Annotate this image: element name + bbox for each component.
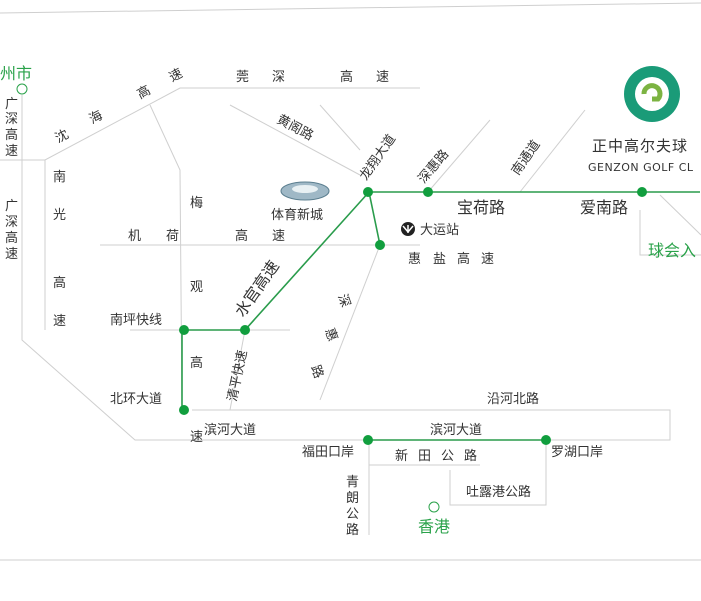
genzon-logo-icon xyxy=(624,66,680,122)
road-futian-port: 福田口岸 xyxy=(302,445,354,460)
metro-icon xyxy=(401,222,415,236)
node-beihuan xyxy=(179,405,189,415)
road-shenhui-lower-1: 惠 xyxy=(321,326,340,343)
road-qingping: 清平快速 xyxy=(225,349,250,403)
road-jihe-2: 高 xyxy=(235,228,248,244)
road-ainan: 爱南路 xyxy=(580,198,628,217)
road-meiguan-2: 高 xyxy=(190,355,203,371)
road-guanshen-1: 深 xyxy=(272,70,285,85)
road-qinglang-0: 青 xyxy=(346,475,359,490)
road-xintian-1: 田 xyxy=(418,449,431,464)
route-nodes xyxy=(16,83,647,513)
node-nanping xyxy=(179,325,189,335)
club-entrance-label: 球会入 xyxy=(648,241,696,260)
road-guangshen-1-2: 高 xyxy=(5,127,18,143)
road-xintian-2: 公 xyxy=(441,449,454,464)
road-guangshen-1-0: 广 xyxy=(5,97,18,112)
road-huiyan-1: 盐 xyxy=(433,252,446,267)
road-shenhai-3: 速 xyxy=(167,66,186,85)
road-binhe-1: 滨河大道 xyxy=(204,422,256,438)
road-shenhui-lower-0: 深 xyxy=(334,292,353,309)
node-luohu xyxy=(541,435,551,445)
node-shuiguan xyxy=(240,325,250,335)
road-nanguang-2: 高 xyxy=(53,275,66,291)
road-xintian-3: 路 xyxy=(464,448,477,464)
road-nantong: 南通道 xyxy=(508,137,543,178)
road-jihe-1: 荷 xyxy=(166,229,179,244)
metro-station-label: 大运站 xyxy=(420,223,459,238)
city-label: 州市 xyxy=(0,64,32,83)
road-luohu-port: 罗湖口岸 xyxy=(551,445,603,460)
road-guanshen-3: 速 xyxy=(376,70,389,85)
road-meiguan-1: 观 xyxy=(190,280,203,295)
road-nanping: 南坪快线 xyxy=(110,312,162,328)
road-huangge: 黄阁路 xyxy=(274,111,316,143)
logo-name-en: GENZON GOLF CL xyxy=(588,161,694,174)
road-guangshen-2-0: 广 xyxy=(5,199,18,214)
road-shenhai-1: 海 xyxy=(87,108,106,127)
road-shenhai-0: 沈 xyxy=(53,127,72,146)
road-shenhui: 深惠路 xyxy=(415,146,452,186)
road-guangshen-1-3: 速 xyxy=(5,144,18,159)
road-tulugang: 吐露港公路 xyxy=(466,484,531,500)
road-huiyan-0: 惠 xyxy=(408,252,421,267)
road-yanhe-north: 沿河北路 xyxy=(487,391,539,407)
road-nanguang-0: 南 xyxy=(53,169,66,185)
logo-name-cn: 正中高尔夫球 xyxy=(592,137,688,155)
road-guangshen-2-2: 高 xyxy=(5,230,18,246)
road-guanshen-0: 莞 xyxy=(236,70,249,85)
road-shenhui-lower-2: 路 xyxy=(307,363,326,381)
road-beihuan: 北环大道 xyxy=(110,392,162,407)
road-meiguan-0: 梅 xyxy=(190,196,203,211)
recommended-route xyxy=(181,191,700,441)
road-qinglang-2: 公 xyxy=(346,507,359,522)
road-guanshen-2: 高 xyxy=(340,69,353,85)
road-shuiguan: 水官高速 xyxy=(231,257,283,320)
road-qinglang-3: 路 xyxy=(346,522,359,538)
road-guangshen-2-1: 深 xyxy=(5,215,18,230)
road-xintian-0: 新 xyxy=(395,448,408,464)
hongkong-marker xyxy=(428,501,440,513)
road-meiguan-3: 速 xyxy=(190,430,203,445)
stadium-label: 体育新城 xyxy=(271,207,323,223)
node-shenhui xyxy=(423,187,433,197)
road-shenhai-2: 高 xyxy=(134,82,153,102)
road-binhe-2: 滨河大道 xyxy=(430,422,482,438)
road-longxiang: 龙翔大道 xyxy=(357,132,399,183)
road-jihe-0: 机 xyxy=(128,229,141,244)
road-guangshen-1-1: 深 xyxy=(5,112,18,127)
node-longxiang xyxy=(363,187,373,197)
hongkong-label: 香港 xyxy=(418,517,450,536)
road-qinglang-1: 朗 xyxy=(346,491,359,506)
stadium-icon xyxy=(280,181,330,201)
road-nanguang-1: 光 xyxy=(53,208,66,223)
city-marker xyxy=(16,83,28,95)
node-dayun xyxy=(375,240,385,250)
road-guangshen-2-3: 速 xyxy=(5,247,18,262)
road-huiyan-2: 高 xyxy=(457,251,470,267)
road-jihe-3: 速 xyxy=(272,229,285,244)
road-huiyan-3: 速 xyxy=(481,252,494,267)
road-nanguang-3: 速 xyxy=(53,314,66,329)
node-futian xyxy=(363,435,373,445)
road-baohe: 宝荷路 xyxy=(457,198,505,217)
road-network xyxy=(0,2,701,561)
node-ainan xyxy=(637,187,647,197)
